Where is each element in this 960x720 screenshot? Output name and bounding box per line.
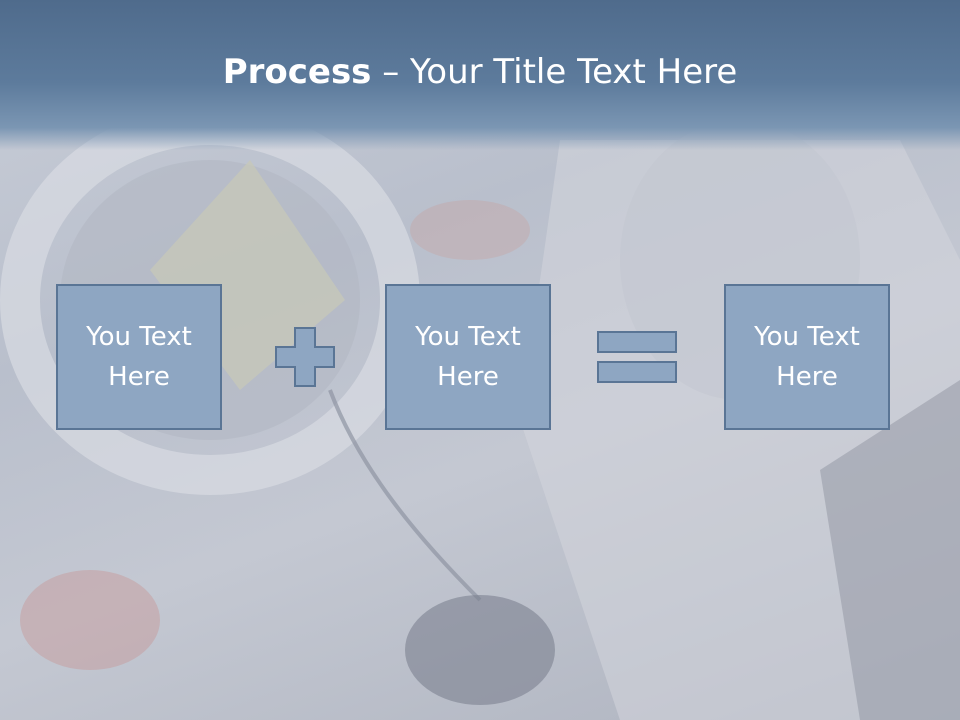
process-box-2-label: You Text Here xyxy=(415,322,521,392)
plus-icon xyxy=(275,327,335,387)
equals-icon xyxy=(597,331,677,383)
process-box-1-label: You Text Here xyxy=(86,322,192,392)
title-bar: Process – Your Title Text Here xyxy=(0,0,960,150)
process-box-2[interactable]: You Text Here xyxy=(385,284,551,430)
slide-title[interactable]: Process – Your Title Text Here xyxy=(0,52,960,92)
title-bold: Process xyxy=(222,52,372,92)
process-box-3[interactable]: You Text Here xyxy=(724,284,890,430)
process-box-1[interactable]: You Text Here xyxy=(56,284,222,430)
process-box-3-label: You Text Here xyxy=(754,322,860,392)
title-rest: – Your Title Text Here xyxy=(371,52,738,92)
